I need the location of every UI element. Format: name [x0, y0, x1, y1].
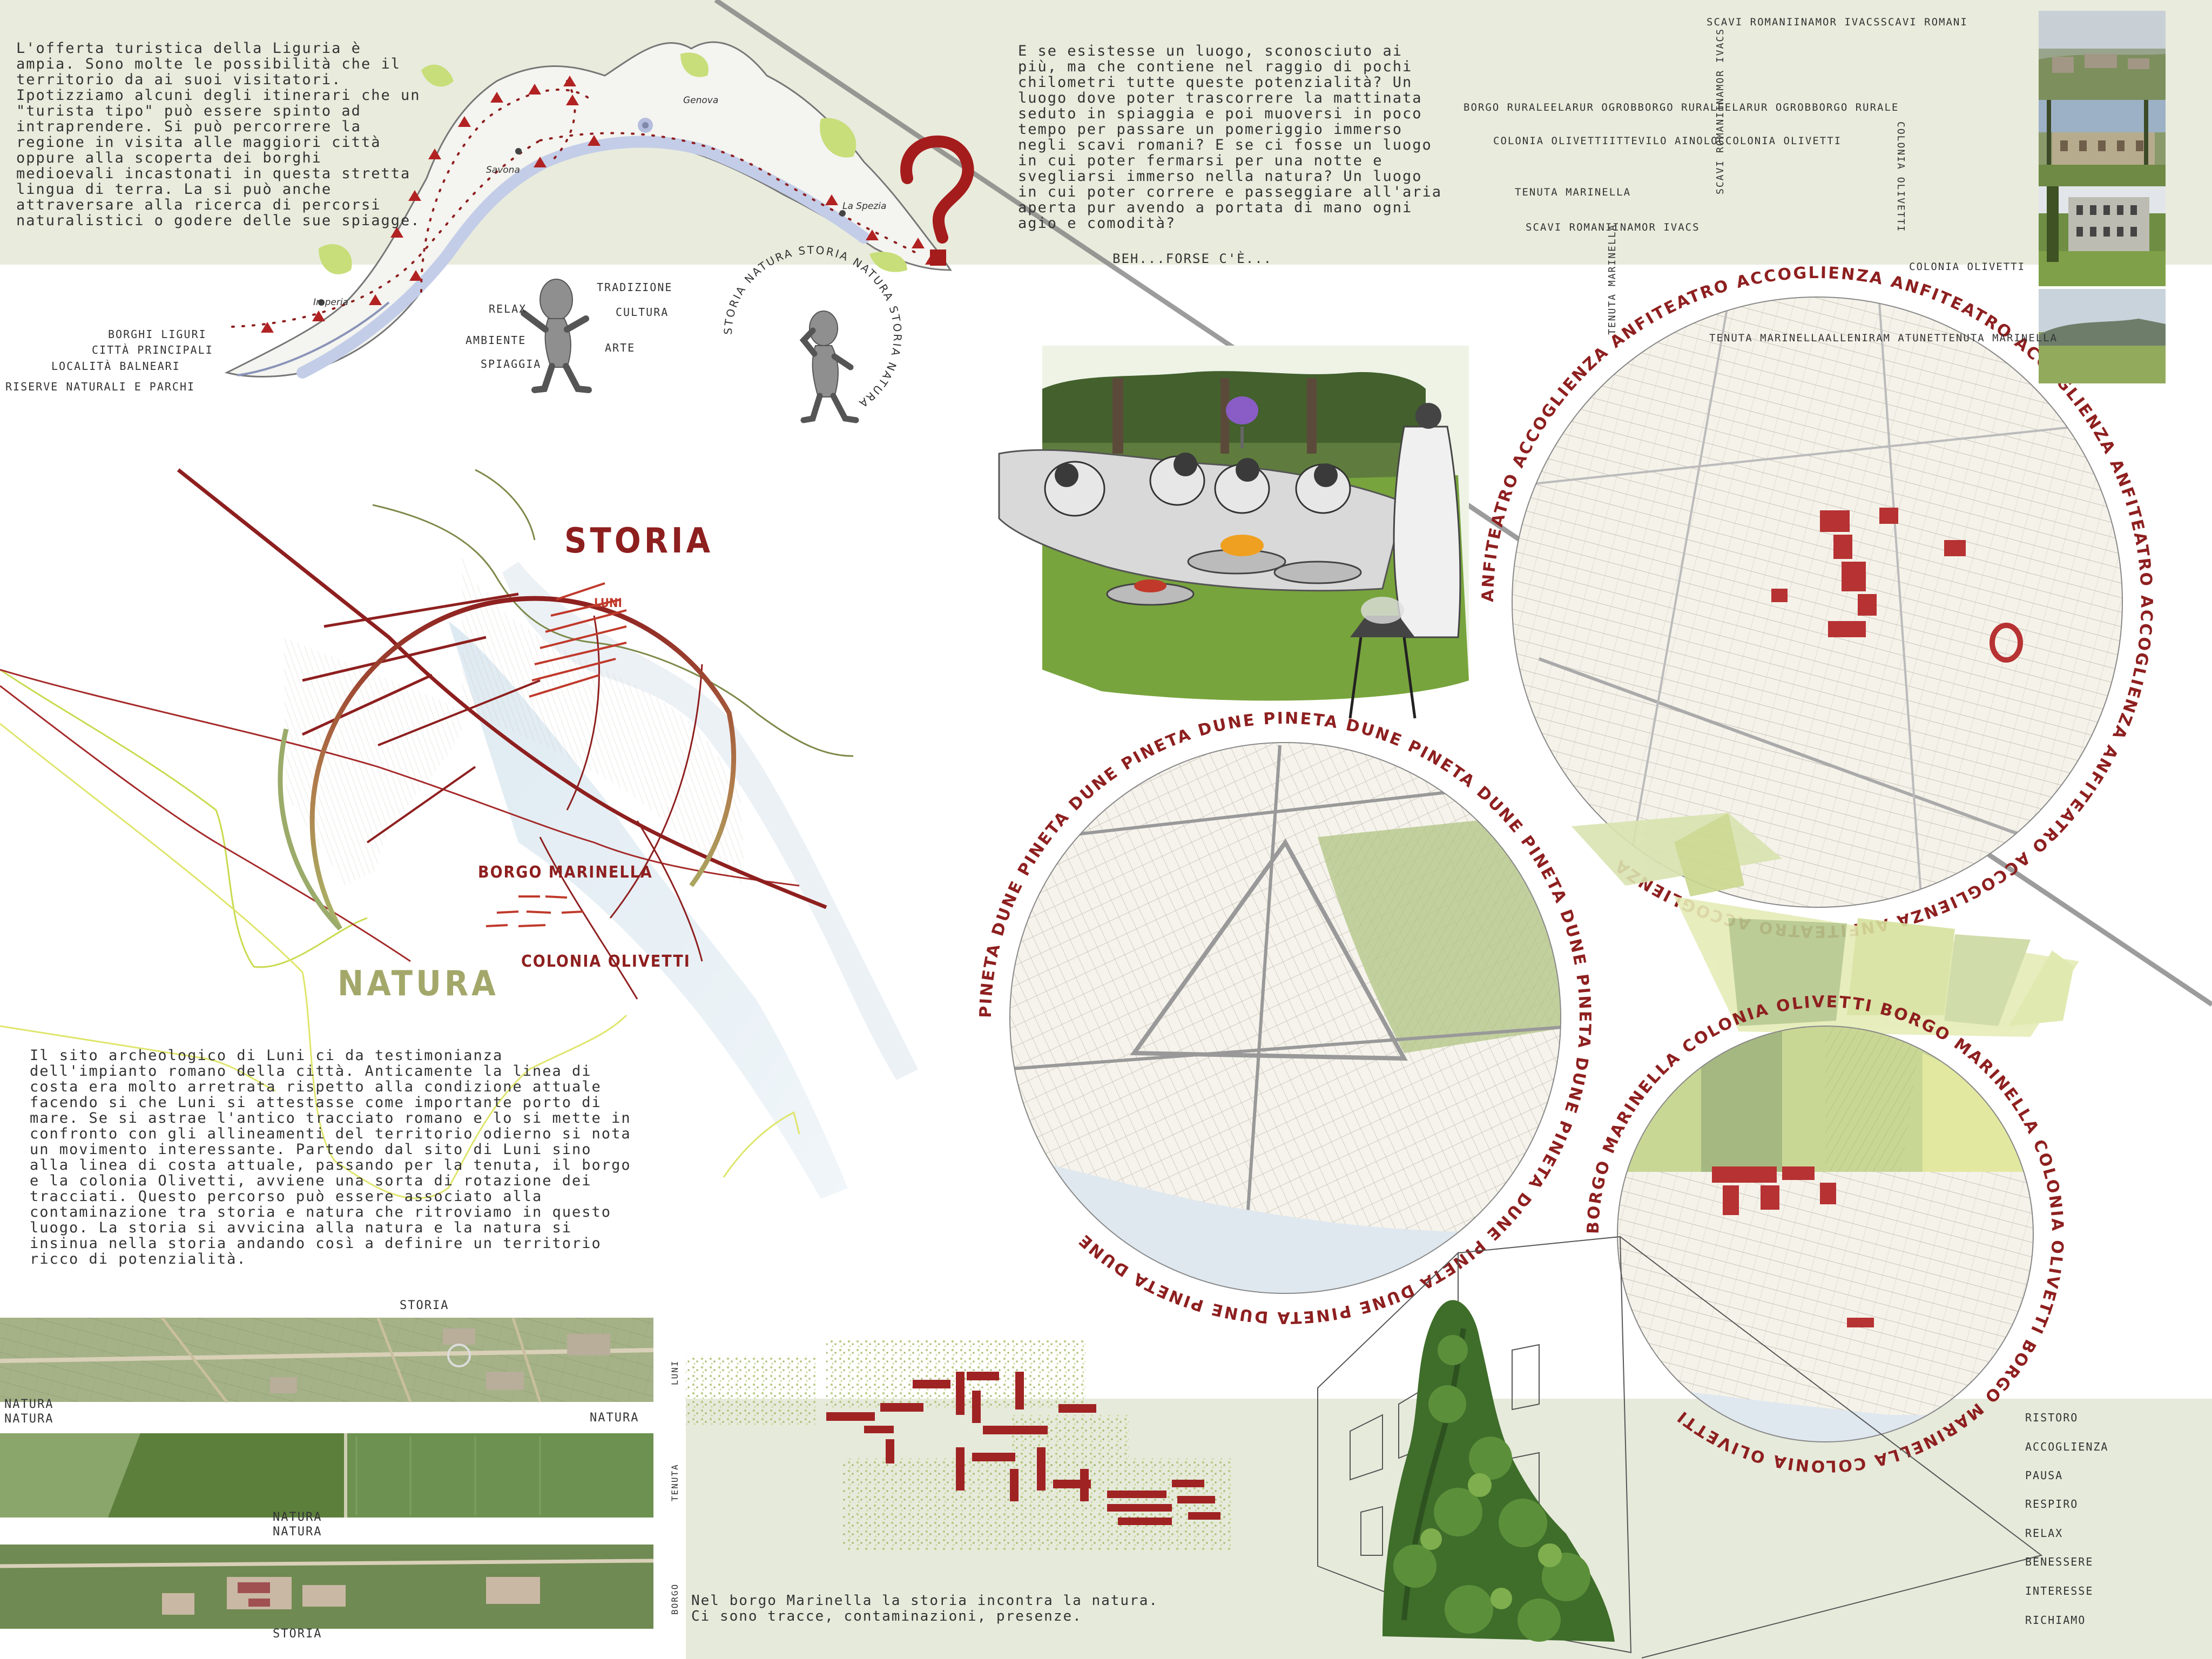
label-borgo: BORGO MARINELLA [478, 863, 653, 882]
top-band [0, 0, 2212, 265]
thumb-colonia [2039, 186, 2166, 286]
aerial-side-tenuta: TENUTA [670, 1464, 680, 1501]
keyword-relax: RELAX [2025, 1527, 2063, 1540]
grid-vert-tenuta: TENUTA MARINELLA [1607, 224, 1618, 335]
legend-riserve: RISERVE NATURALI E PARCHI [5, 380, 195, 393]
aerial-label-natura-3: NATURA [590, 1411, 639, 1425]
word-ambiente: AMBIENTE [466, 334, 527, 347]
luni-paragraph: Il sito archeologico di Luni ci da testi… [30, 1047, 631, 1267]
aerial-side-luni: LUNI [670, 1360, 680, 1385]
word-arte: ARTE [605, 341, 636, 354]
aerial-label-natura-1: NATURA [4, 1398, 54, 1411]
thumb-scavi [2039, 11, 2166, 100]
question-paragraph: E se esistesse un luogo, sconosciuto ai … [1018, 43, 1442, 232]
grid-colonia-row: COLONIA OLIVETTIITTEVILO AINOLOCCOLONIA … [1493, 135, 1842, 147]
keyword-benessere: BENESSERE [2025, 1555, 2094, 1568]
keyword-pausa: PAUSA [2025, 1469, 2063, 1482]
banquet-illustration [998, 346, 1469, 719]
label-colonia: COLONIA OLIVETTI [521, 952, 691, 971]
forse-text: BEH...FORSE C'È... [1112, 251, 1273, 266]
grid-borgo-row: BORGO RURALEELARUR OGROBBORGO RURALEELAR… [1464, 102, 1899, 113]
word-cultura: CULTURA [616, 306, 669, 319]
label-natura: NATURA [338, 964, 499, 1004]
aerial-label-natura-4: NATURA [273, 1510, 322, 1524]
word-relax: RELAX [489, 302, 527, 315]
keyword-richiamo: RICHIAMO [2025, 1614, 2086, 1627]
keyword-ristoro: RISTORO [2025, 1411, 2079, 1424]
label-luni: LUNI [594, 597, 622, 610]
grid-vert-scavi: SCAVI ROMANIINAMOR IVACS [1715, 28, 1726, 194]
keyword-interesse: INTERESSE [2025, 1584, 2094, 1597]
liguria-map [224, 41, 974, 379]
borgo-caption: Nel borgo Marinella la storia incontra l… [691, 1593, 1159, 1624]
aerial-side-borgo: BORGO [670, 1583, 680, 1615]
word-tradizione: TRADIZIONE [597, 281, 673, 294]
map-city-savona: Savona [486, 165, 520, 176]
thumb-tenuta [2039, 289, 2166, 383]
word-spiaggia: SPIAGGIA [481, 358, 542, 370]
grid-scavi-row: SCAVI ROMANIINAMOR IVACSSCAVI ROMANI [1707, 16, 1968, 28]
map-city-imperia: Imperia [313, 297, 348, 308]
legend-borghi: BORGHI LIGURI [108, 328, 207, 341]
keyword-accoglienza: ACCOGLIENZA [2025, 1440, 2109, 1453]
map-city-laspezia: La Spezia [842, 201, 887, 212]
thumb-borgo [2039, 100, 2166, 186]
grid-tenuta-row2: TENUTA MARINELLAALLENIRAM ATUNETTENUTA M… [1709, 332, 2058, 344]
fields-area [1572, 813, 2079, 1037]
grid-tenuta-row1: TENUTA MARINELLA [1515, 186, 1631, 198]
grid-scavi-row2: SCAVI ROMANIINAMOR IVACS [1526, 221, 1700, 233]
aerial-label-top: STORIA [400, 1299, 449, 1312]
grid-vert-colonia: COLONIA OLIVETTI [1895, 122, 1906, 233]
aerial-label-natura-2: NATURA [4, 1412, 54, 1426]
circle-borgo: BORGO MARINELLA COLONIA OLIVETTI BORGO M… [1584, 993, 2065, 1475]
legend-citta: CITTÀ PRINCIPALI [92, 343, 213, 356]
keyword-respiro: RESPIRO [2025, 1498, 2079, 1510]
aerial-label-bottom: STORIA [273, 1627, 322, 1641]
legend-balneari: LOCALITÀ BALNEARI [51, 360, 180, 373]
vine-plant [1382, 1300, 1615, 1642]
intro-paragraph: L'offerta turistica della Liguria è ampi… [16, 40, 421, 229]
circle-pineta: PINETA DUNE PINETA DUNE PINETA DUNE PINE… [976, 709, 1593, 1327]
storia-natura-diagram [0, 468, 918, 1199]
figure-relax [521, 279, 592, 393]
borgo-plan [686, 1339, 1231, 1550]
figure-thinker [799, 311, 859, 423]
aerial-photos [0, 1317, 654, 1629]
aerial-label-natura-5: NATURA [273, 1525, 322, 1539]
label-storia: STORIA [564, 521, 713, 561]
map-city-genova: Genova [683, 95, 719, 106]
grid-colonia-end: COLONIA OLIVETTI [1909, 261, 2026, 273]
